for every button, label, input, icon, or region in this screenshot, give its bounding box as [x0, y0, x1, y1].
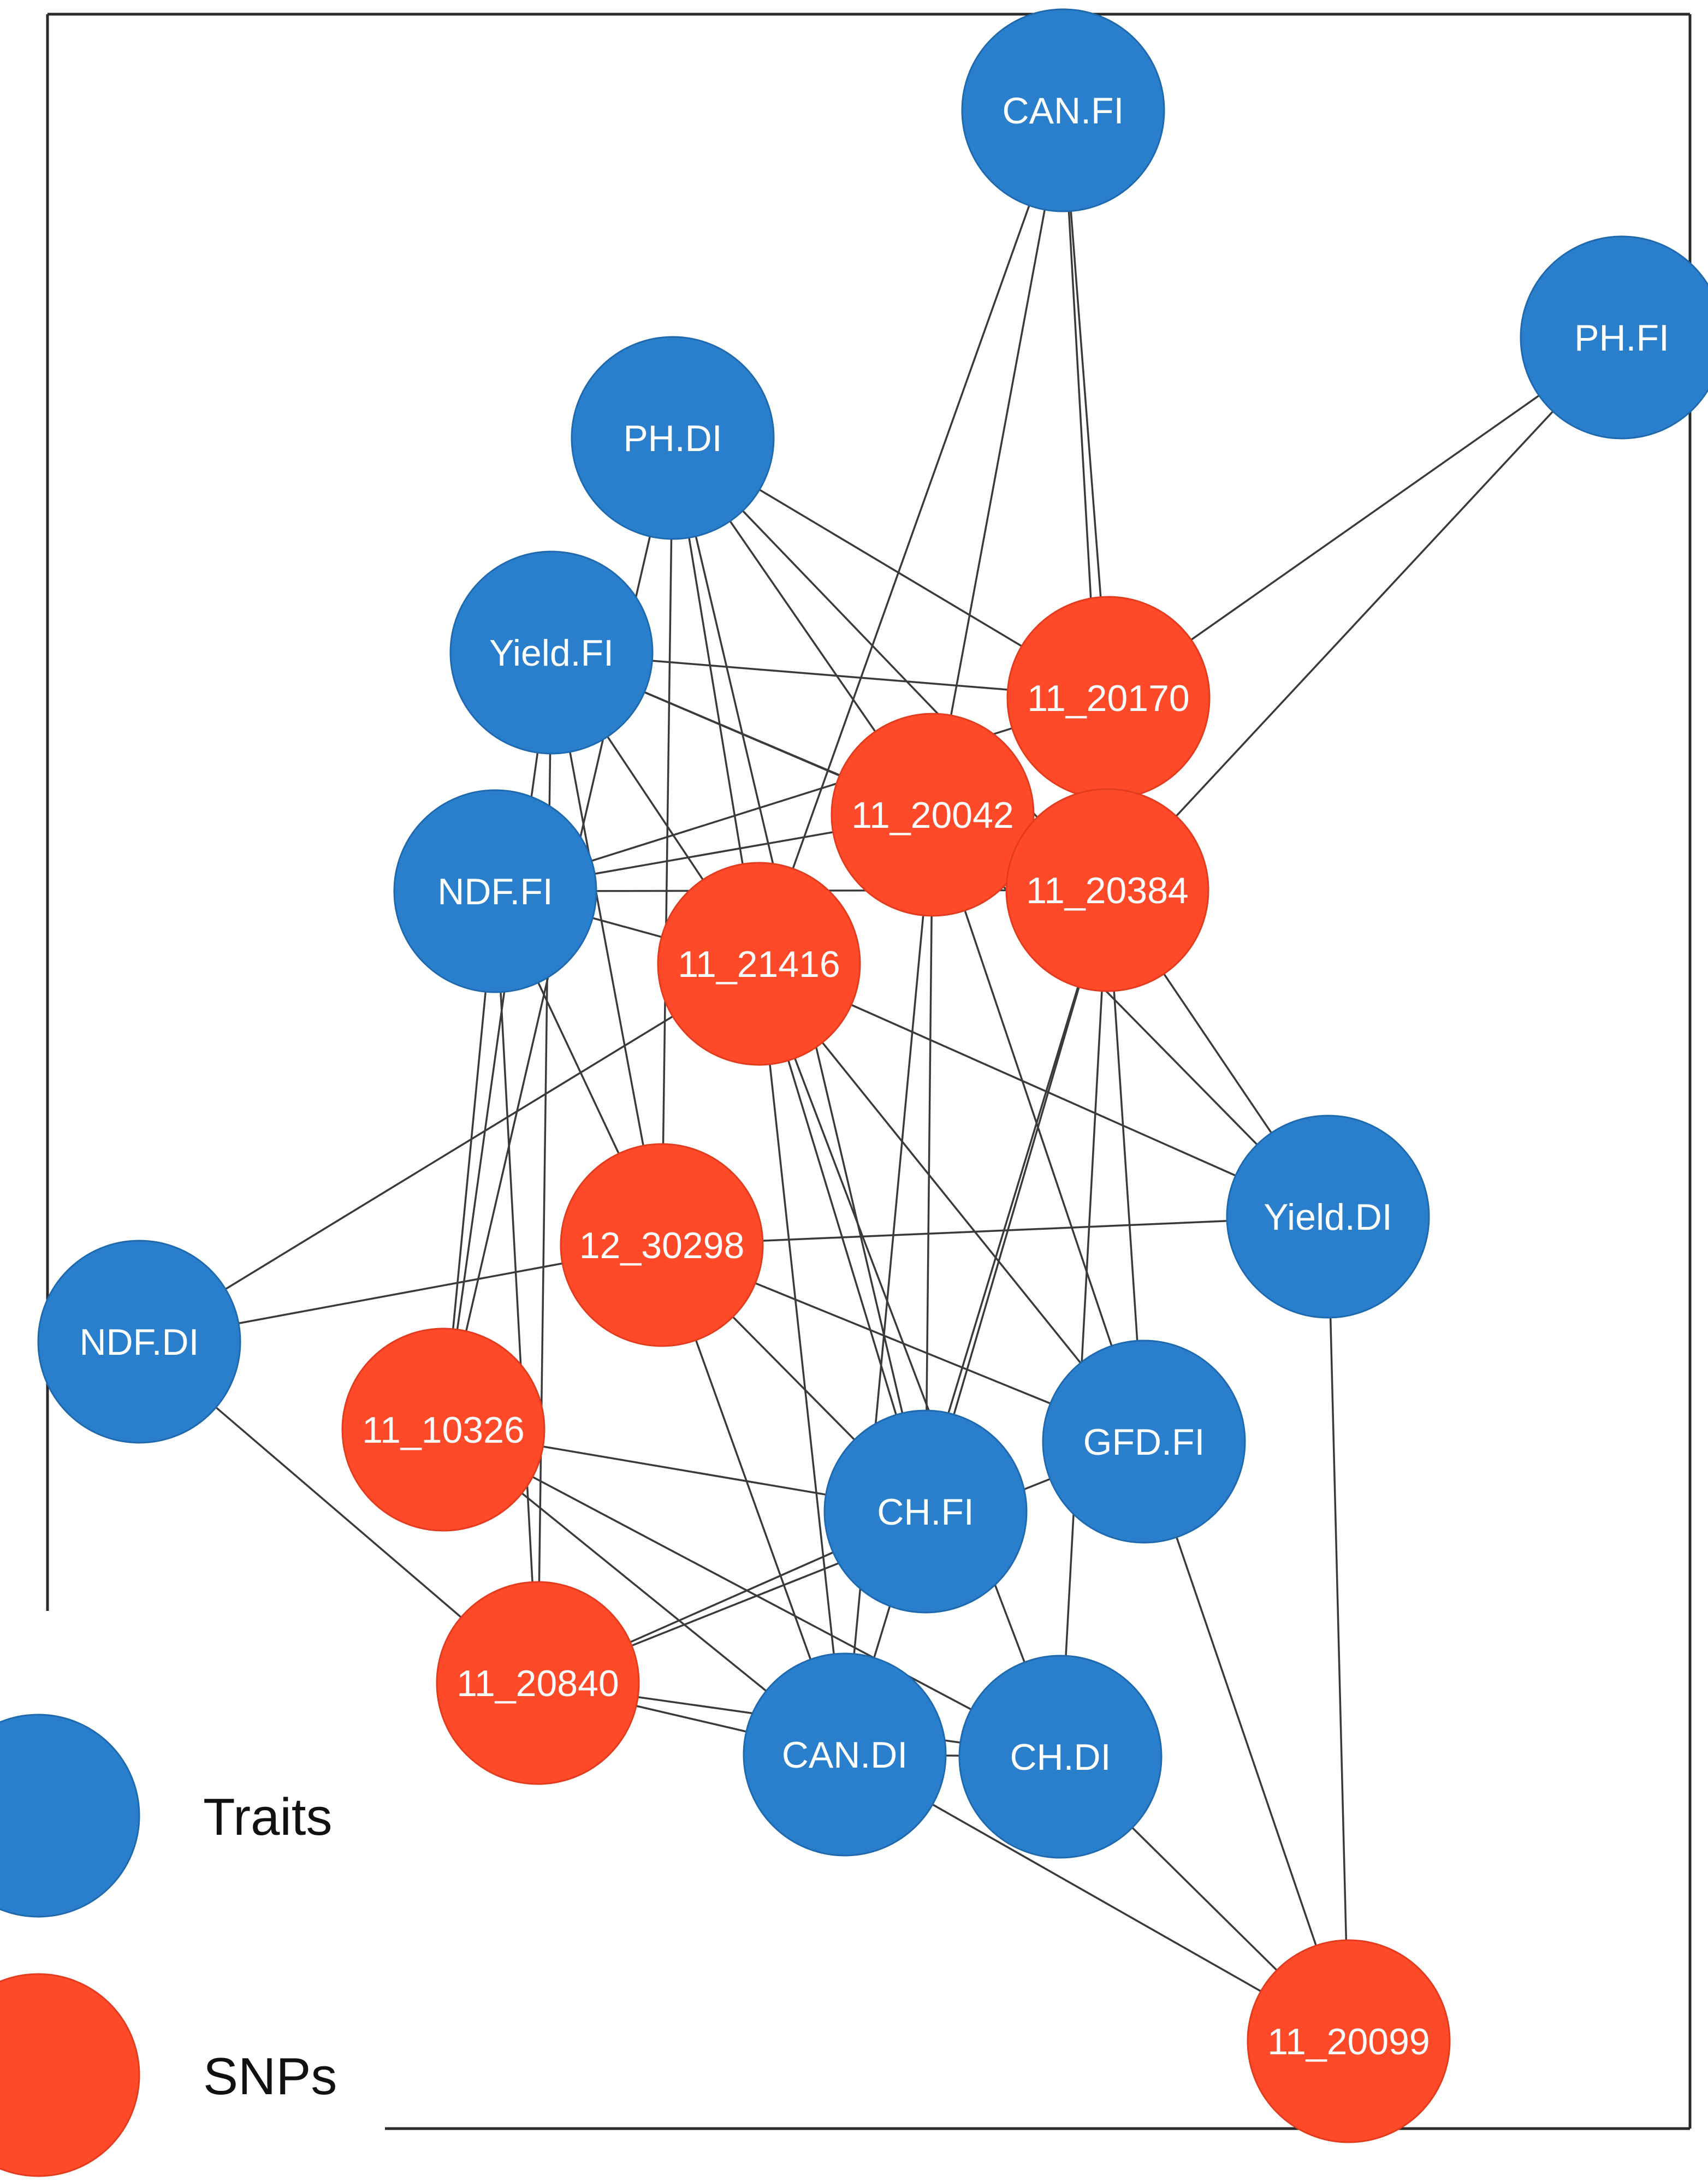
node-circle [436, 1581, 640, 1785]
node-circle [341, 1327, 545, 1532]
node-label: 11_10326 [362, 1409, 525, 1451]
node-circle [1005, 788, 1209, 992]
edge-GFD.FI-11_20099 [1143, 1441, 1350, 2042]
edge-CH.DI-11_20384 [1059, 890, 1108, 1757]
node-ph-di: PH.DI [571, 336, 775, 540]
node-label: CAN.FI [1003, 90, 1124, 132]
node-ch-fi: CH.FI [823, 1409, 1028, 1614]
node-layer: CAN.FI PH.FI PH.DI Yield.FI NDF.FI Yield.DI ND… [37, 8, 1708, 2143]
edge-NDF.FI-11_20840 [494, 891, 539, 1684]
node-gfd-fi: GFD.FI [1042, 1340, 1246, 1544]
node-label: GFD.FI [1083, 1421, 1205, 1463]
node-circle [823, 1409, 1028, 1614]
legend-snps-swatch [0, 1973, 140, 2177]
node-circle [1042, 1340, 1246, 1544]
node-11_10326: 11_10326 [341, 1327, 545, 1532]
node-label: 11_21416 [678, 944, 840, 985]
node-label: Yield.FI [489, 632, 614, 674]
node-yield-di: Yield.DI [1226, 1115, 1430, 1319]
node-12_30298: 12_30298 [560, 1143, 764, 1347]
node-circle [571, 336, 775, 540]
node-label: CAN.DI [782, 1734, 908, 1776]
edge-PH.FI-11_20384 [1106, 336, 1623, 891]
node-11_20042: 11_20042 [831, 713, 1035, 917]
node-11_20170: 11_20170 [1006, 596, 1211, 800]
node-circle [37, 1240, 241, 1444]
node-label: CH.FI [877, 1491, 974, 1533]
edge-CH.FI-11_20384 [924, 890, 1108, 1512]
legend-traits-label: Traits [203, 1788, 332, 1846]
node-circle [657, 862, 861, 1066]
edge-PH.FI-11_20170 [1107, 336, 1623, 699]
node-circle [1226, 1115, 1430, 1319]
edge-NDF.FI-11_20170 [495, 697, 1109, 892]
edge-CAN.DI-11_20384 [844, 890, 1108, 1755]
edge-Yield.DI-11_21416 [758, 963, 1329, 1218]
legend-snps-label: SNPs [203, 2047, 337, 2106]
node-can-fi: CAN.FI [961, 8, 1165, 212]
node-label: NDF.FI [437, 871, 553, 912]
edge-Yield.DI-12_30298 [661, 1216, 1329, 1246]
edge-CH.FI-11_20042 [924, 814, 934, 1512]
node-ph-fi: PH.FI [1520, 235, 1708, 440]
node-circle [743, 1652, 947, 1857]
edge-PH.DI-12_30298 [661, 437, 674, 1246]
node-circle [393, 789, 597, 993]
node-label: 11_20840 [456, 1663, 619, 1704]
legend: Traits SNPs [0, 1714, 337, 2177]
node-circle [831, 713, 1035, 917]
node-circle [1520, 235, 1708, 440]
node-label: CH.DI [1010, 1736, 1111, 1778]
node-11_20099: 11_20099 [1247, 1939, 1451, 2143]
node-ndf-fi: NDF.FI [393, 789, 597, 993]
edge-CAN.FI-11_20042 [932, 110, 1064, 815]
edge-PH.DI-11_20384 [672, 437, 1108, 891]
node-circle [449, 550, 654, 755]
edge-Yield.DI-11_20099 [1327, 1216, 1350, 2042]
edge-CAN.DI-11_21416 [758, 963, 846, 1755]
edge-CH.DI-11_21416 [758, 963, 1061, 1757]
node-label: 11_20384 [1026, 870, 1189, 911]
node-label: PH.DI [623, 418, 722, 459]
node-circle [958, 1655, 1163, 1859]
node-label: 11_20099 [1267, 2021, 1430, 2063]
node-label: 11_20042 [851, 795, 1014, 836]
node-label: 12_30298 [579, 1225, 745, 1266]
legend-traits-swatch [0, 1714, 140, 1918]
edge-GFD.FI-11_21416 [758, 963, 1145, 1443]
node-11_20840: 11_20840 [436, 1581, 640, 1785]
node-can-di: CAN.DI [743, 1652, 947, 1857]
edge-Yield.FI-11_10326 [442, 652, 553, 1430]
node-label: NDF.DI [79, 1321, 199, 1363]
node-ch-di: CH.DI [958, 1655, 1163, 1859]
edge-NDF.DI-11_21416 [139, 963, 760, 1343]
edge-CAN.FI-11_21416 [758, 110, 1064, 964]
node-11_21416: 11_21416 [657, 862, 861, 1066]
node-label: 11_20170 [1027, 678, 1190, 719]
node-label: PH.FI [1574, 317, 1669, 359]
node-circle [961, 8, 1165, 212]
edge-CAN.DI-11_20042 [844, 814, 934, 1755]
node-label: Yield.DI [1264, 1196, 1392, 1238]
node-yield-fi: Yield.FI [449, 550, 654, 755]
node-11_20384: 11_20384 [1005, 788, 1209, 992]
node-circle [560, 1143, 764, 1347]
edge-CH.DI-11_10326 [443, 1429, 1061, 1758]
node-ndf-di: NDF.DI [37, 1240, 241, 1444]
node-circle [1247, 1939, 1451, 2143]
